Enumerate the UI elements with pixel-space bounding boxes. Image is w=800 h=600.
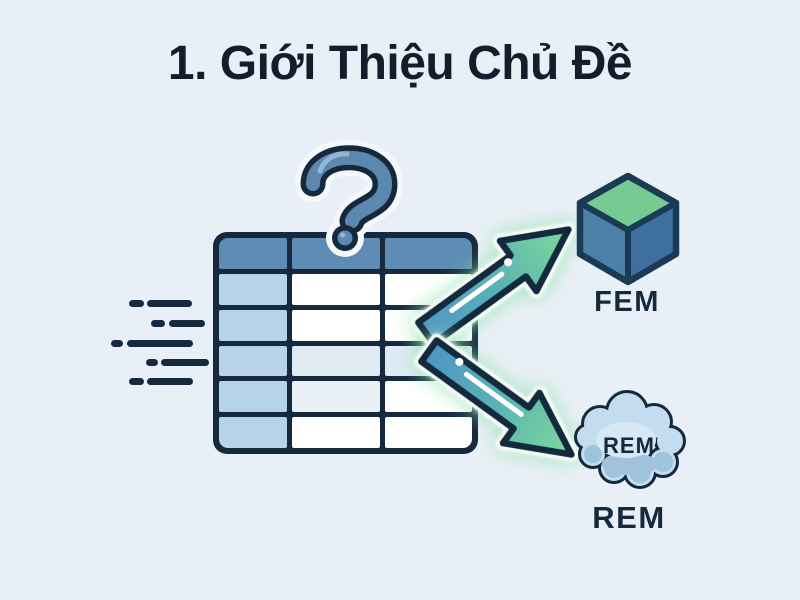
arrow-to-rem xyxy=(414,333,578,461)
table-header-cell xyxy=(219,238,287,269)
table-cell xyxy=(219,309,287,341)
table-cell xyxy=(384,417,472,448)
table-cell xyxy=(292,273,380,305)
table-cell xyxy=(292,417,380,448)
speed-dash xyxy=(146,359,158,366)
cloud-icon: REM xyxy=(574,390,686,489)
rem-label: REM xyxy=(592,500,665,535)
table-cell xyxy=(292,309,380,341)
table-cell xyxy=(292,345,380,377)
speed-dash xyxy=(129,300,144,307)
rem-cloud-text: REM xyxy=(603,433,655,458)
table-cell xyxy=(219,417,287,448)
speed-dash xyxy=(161,359,209,366)
speed-dash xyxy=(147,300,192,307)
page-title: 1. Giới Thiệu Chủ Đề xyxy=(167,37,633,90)
table-cell xyxy=(219,273,287,305)
table-cell xyxy=(219,345,287,377)
fem-label: FEM xyxy=(594,286,660,318)
speed-dash xyxy=(147,378,193,385)
table-header-cell xyxy=(384,238,472,269)
speed-dash xyxy=(127,340,193,347)
speed-dash xyxy=(169,320,205,327)
cube-icon xyxy=(576,172,680,286)
table-cell xyxy=(219,381,287,413)
speed-dash xyxy=(151,320,165,327)
table-cell xyxy=(292,381,380,413)
speed-dash xyxy=(111,340,123,347)
question-mark-icon xyxy=(295,139,404,257)
speed-dash xyxy=(129,378,144,385)
arrow-to-fem xyxy=(411,223,575,351)
